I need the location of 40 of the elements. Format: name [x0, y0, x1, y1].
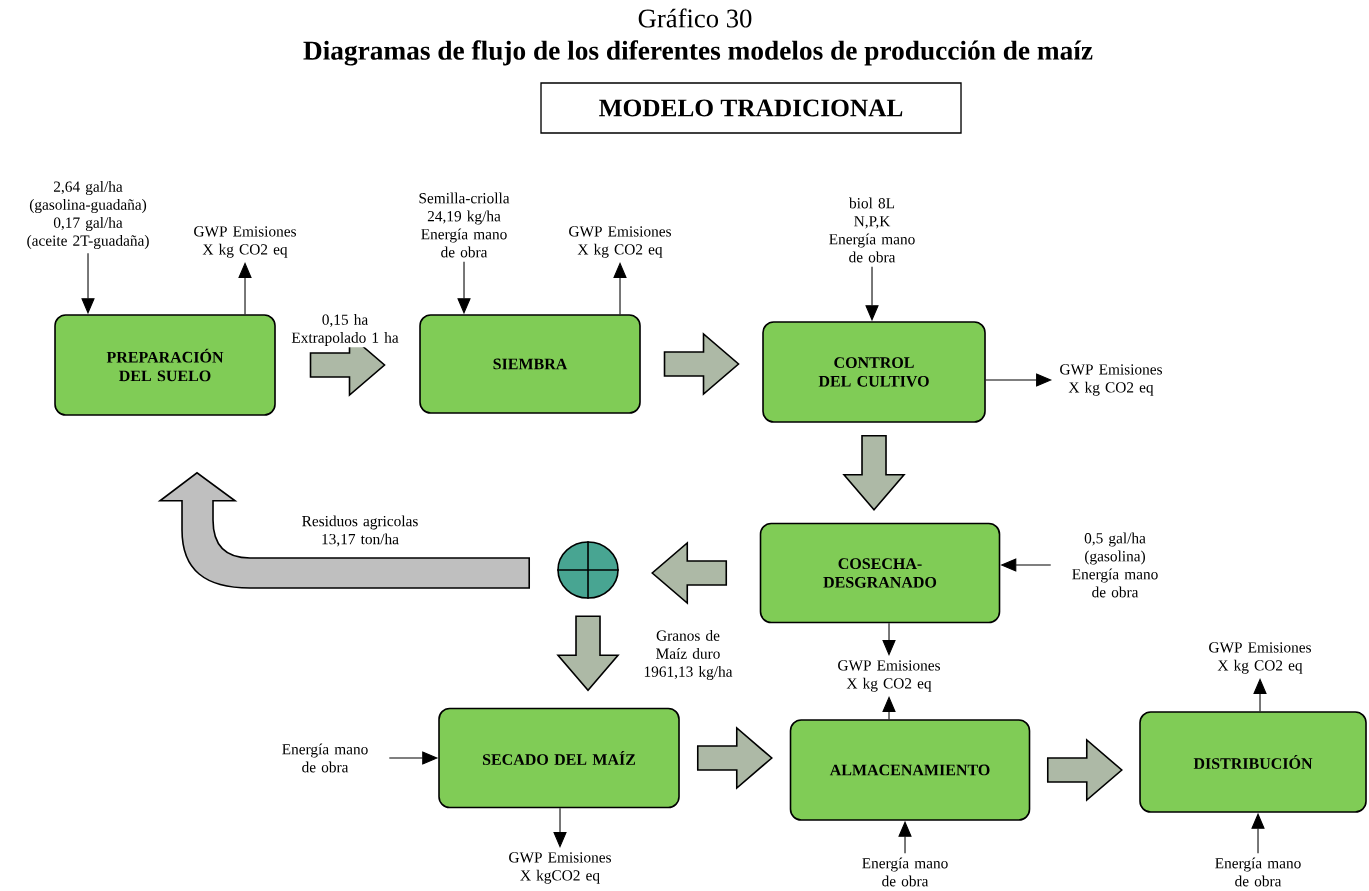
arrow [553, 807, 567, 848]
arrow [1253, 678, 1267, 712]
process-box: CONTROL DEL CULTIVO [762, 321, 986, 423]
flow-text: Energía mano de obra [862, 857, 948, 887]
flow-text: biol 8L N,P,K Energía mano de obra [829, 197, 915, 263]
flow-text: 0,5 gal/ha (gasolina) Energía mano de obra [1072, 532, 1158, 598]
process-box: COSECHA-DESGRANADO [759, 522, 1001, 624]
process-box: DISTRIBUCIÓN [1139, 711, 1367, 813]
process-box: ALMACENAMIENTO [789, 719, 1031, 821]
flow-text: Energía mano de obra [282, 743, 368, 773]
arrow [613, 262, 627, 315]
bent-arrow [159, 472, 530, 589]
block-arrow [696, 726, 773, 790]
block-arrow [663, 332, 740, 396]
arrow [882, 622, 896, 656]
process-box: SECADO DEL MAÍZ [438, 707, 680, 809]
block-arrow [1046, 738, 1123, 802]
flow-text: GWP Emisiones X kg CO2 eq [1060, 364, 1162, 396]
flow-text: Energía mano de obra [1215, 857, 1301, 887]
diagram-title: Diagramas de flujo de los diferentes modelos de producción de maíz [303, 40, 1093, 66]
model-label-box: MODELO TRADICIONAL [540, 82, 962, 134]
edge-label: Granos de Maíz duro 1961,13 kg/ha [633, 628, 743, 682]
process-box: PREPARACIÓN DEL SUELO [54, 314, 276, 416]
flow-text: GWP Emisiones X kg CO2 eq [194, 226, 296, 258]
block-arrow [842, 434, 906, 511]
flow-text: GWP Emisiones X kgCO2 eq [509, 852, 611, 884]
junction-circle [556, 540, 620, 600]
arrow [882, 696, 896, 720]
block-arrow [651, 541, 728, 605]
arrow [238, 262, 252, 315]
edge-label: Residuos agricolas 13,17 ton/ha [295, 514, 425, 548]
process-box: SIEMBRA [419, 314, 641, 414]
block-arrow [556, 615, 620, 692]
flow-text: GWP Emisiones X kg CO2 eq [1209, 642, 1311, 674]
flow-text: GWP Emisiones X kg CO2 eq [569, 226, 671, 258]
flow-text: GWP Emisiones X kg CO2 eq [838, 660, 940, 692]
edge-label: 0,15 ha Extrapolado 1 ha [287, 312, 403, 348]
flow-text: Semilla-criolla 24,19 kg/ha Energía mano de obra [419, 192, 510, 258]
figure-number: Gráfico 30 [638, 8, 752, 28]
flow-text: 2,64 gal/ha (gasolina-guadaña) 0,17 gal/ha (aceite 2T-guadaña) [27, 181, 149, 249]
